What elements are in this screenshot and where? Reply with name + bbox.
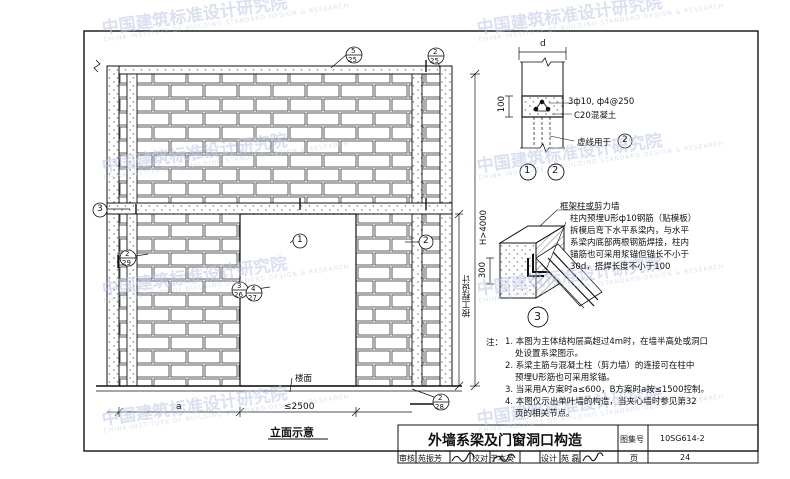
callout-1: 1 <box>297 235 303 245</box>
atlas-number: 10SG614-2 <box>660 434 705 443</box>
dim-100-label: 100 <box>497 96 507 113</box>
dim-300-label: 300 <box>478 262 488 279</box>
review-label: 审核 <box>399 454 415 463</box>
dimension-lines <box>107 69 480 417</box>
column-tag-3: 3 <box>534 310 541 323</box>
note-line: 3. 当采用A方案时a≤600，B方案时a按≤1500控制。 <box>505 385 709 395</box>
elevation-caption: 立面示意 <box>270 426 314 439</box>
note-line: 页的相关节点。 <box>515 409 575 419</box>
design-label: 设计 <box>541 454 557 463</box>
column-desc-line: 30d，搭焊长度不小于100 <box>570 262 671 272</box>
notes-label: 注： <box>486 338 504 348</box>
dim-a-label: a <box>176 402 182 412</box>
note-line: 处设置系梁图示。 <box>515 349 584 359</box>
ref-symbols <box>92 46 450 411</box>
designer-name: 苑 磊 <box>561 454 580 463</box>
ref-5-25-bottom: 25 <box>348 56 357 64</box>
page-number: 24 <box>680 453 691 462</box>
notes-list: 1. 本图为主体结构层高超过4m时，在墙半高处或洞口 处设置系梁图示。 2. 系… <box>505 336 709 420</box>
page-label: 页 <box>630 454 638 463</box>
ref-2-25-bottom: 25 <box>430 57 439 65</box>
note-line: 4. 本图仅示出单叶墙的构造，当夹心墙时参见第32 <box>505 397 697 407</box>
title-block <box>397 424 759 464</box>
column-desc-line: 系梁内底部两根钢筋焊接，柱内 <box>570 238 690 248</box>
callout-2: 2 <box>423 236 429 246</box>
ref-2-28-bottom: 28 <box>435 403 444 411</box>
opening-width-label: ≤2500 <box>284 402 315 412</box>
ref-2-25-top: 2 <box>433 48 438 56</box>
reviewer-name: 苑振芳 <box>418 454 442 463</box>
note-line: 2. 系梁主筋与混凝土柱（剪力墙）的连接可在柱中 <box>505 361 695 371</box>
ref-2-29-top: 2 <box>125 250 130 258</box>
dashed-for-label: 虚线用于 <box>577 138 612 148</box>
ref-2-29-bottom: 29 <box>122 259 131 267</box>
note-line: 预埋U形筋也可采用浆锚。 <box>515 373 615 383</box>
ref-3-top: 3 <box>237 282 242 290</box>
column-desc-line: 拆模后弯下水平系梁内，与水平 <box>570 226 690 236</box>
floor-label: 楼面 <box>295 374 313 384</box>
rebar-label: 3ф10, ф4@250 <box>568 97 635 107</box>
drawing-title: 外墙系梁及门窗洞口构造 <box>428 433 582 449</box>
dim-d-label: d <box>540 39 546 49</box>
column-desc-line: 锚筋也可采用浆锚但锚长不小于 <box>570 250 690 260</box>
column-desc: 柱内预埋U形ф10钢筋（贴模板） 拆模后弯下水平系梁内，与水平 系梁内底部两根钢… <box>570 213 696 273</box>
atlas-label: 图集号 <box>620 435 644 444</box>
section-tag-1: 1 <box>524 165 531 176</box>
ref-2-28-top: 2 <box>438 394 443 402</box>
ref-5-25-top: 5 <box>351 47 356 55</box>
note-line: 1. 本图为主体结构层高超过4m时，在墙半高处或洞口 <box>505 337 709 347</box>
ref-27-bottom: 27 <box>248 294 257 302</box>
ref-4-top: 4 <box>251 285 256 293</box>
check-label: 校对 <box>472 454 488 463</box>
checker-name: 于本英 <box>490 454 514 463</box>
column-title: 框架柱或剪力墙 <box>560 202 620 212</box>
section-tags <box>519 163 565 181</box>
section-tag-2: 2 <box>552 165 559 176</box>
section-detail <box>505 47 633 153</box>
height-limit-label: H>4000 <box>479 210 489 246</box>
ref-26-bottom: 26 <box>234 291 243 299</box>
signature-marks <box>451 452 604 462</box>
dashed-for-ref: 2 <box>622 135 628 145</box>
per-design-label: 按工程设计 <box>462 275 472 318</box>
column-detail <box>486 209 603 328</box>
concrete-label: C20混凝土 <box>574 111 617 121</box>
callout-3: 3 <box>97 204 103 214</box>
column-desc-line: 柱内预埋U形ф10钢筋（贴模板） <box>570 214 697 224</box>
elevation-wall <box>93 59 462 392</box>
